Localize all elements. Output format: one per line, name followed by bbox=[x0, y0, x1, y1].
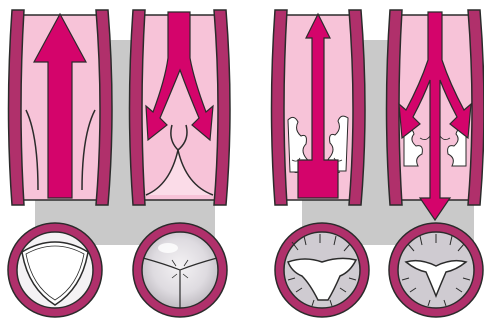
vessel-diseased-closed bbox=[387, 10, 484, 220]
valve-view-normal-closed bbox=[133, 223, 227, 317]
vessel-diseased-open bbox=[272, 10, 366, 205]
vessel-wall-left bbox=[272, 10, 288, 205]
vessel-normal-open bbox=[9, 10, 113, 205]
valve-view-diseased-closed bbox=[389, 223, 483, 317]
vessel-wall-left bbox=[130, 10, 146, 205]
face-highlight bbox=[158, 243, 178, 253]
valve-view-diseased-open bbox=[275, 223, 369, 317]
valve-view-normal-open bbox=[8, 223, 102, 317]
vessel-wall-left bbox=[9, 10, 25, 205]
vessel-normal-closed bbox=[130, 10, 231, 205]
